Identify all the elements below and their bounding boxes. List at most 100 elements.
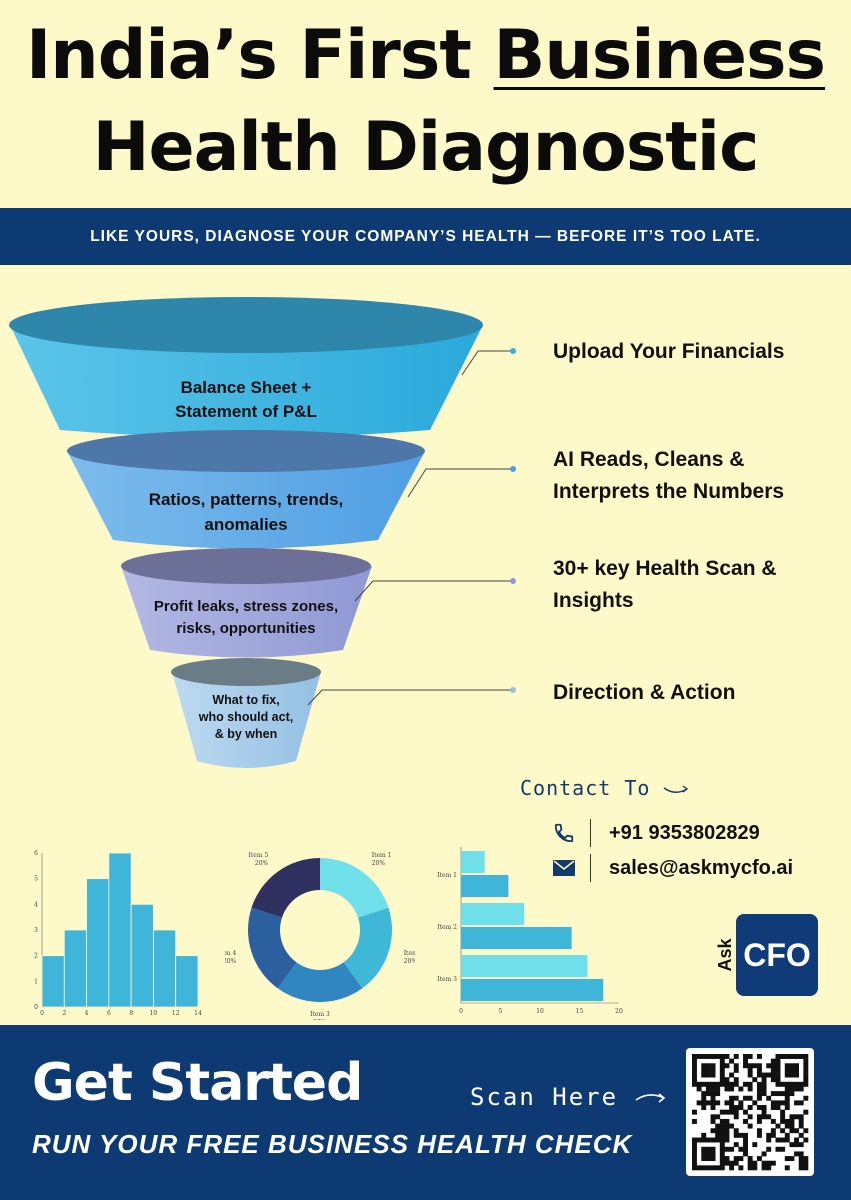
qr-module: [794, 1081, 800, 1087]
qr-module: [696, 1100, 702, 1106]
qr-module: [752, 1063, 758, 1069]
funnel-label-2-line2: anomalies: [204, 515, 288, 534]
qr-module: [733, 1054, 739, 1059]
donut-chart: Item 120%Item 220%Item 320%Item 420%Item…: [225, 852, 415, 1020]
page-title: India’s First Business Health Diagnostic: [0, 10, 851, 194]
qr-module: [798, 1156, 804, 1162]
qr-module: [770, 1058, 776, 1064]
title-prefix: India’s First: [25, 16, 494, 95]
qr-module: [719, 1063, 725, 1069]
step-2-line1: AI Reads, Cleans &: [553, 448, 745, 471]
connector-2: [407, 468, 512, 498]
step-3-line2: Insights: [553, 589, 634, 612]
funnel-level-1-top: [9, 297, 483, 353]
qr-module: [710, 1137, 716, 1143]
connector-1: [461, 350, 512, 376]
connector-4-dot: [510, 687, 516, 693]
x-tick-label: 14: [194, 1010, 202, 1017]
qr-module: [738, 1146, 744, 1152]
qr-module: [743, 1081, 748, 1087]
qr-module: [775, 1054, 781, 1059]
connector-3: [354, 580, 512, 602]
qr-code[interactable]: [686, 1048, 814, 1176]
qr-module: [724, 1086, 730, 1092]
qr-module: [761, 1086, 767, 1092]
qr-module: [710, 1114, 716, 1120]
x-tick-label: 5: [499, 1008, 503, 1015]
y-tick-label: 2: [34, 953, 38, 960]
qr-module: [761, 1151, 767, 1157]
qr-module: [784, 1054, 790, 1059]
qr-module: [756, 1118, 762, 1124]
funnel-graphic: [9, 297, 516, 768]
x-tick-label: 6: [107, 1010, 111, 1017]
slice-category-label: Item 3: [310, 1011, 330, 1018]
qr-module: [752, 1077, 758, 1083]
qr-module: [756, 1105, 762, 1110]
histogram-bar: [86, 878, 110, 1008]
qr-module: [784, 1123, 790, 1129]
qr-module: [752, 1165, 758, 1171]
qr-module: [719, 1132, 725, 1138]
funnel-label-4-line2: who should act,: [198, 710, 294, 724]
contact-email-row[interactable]: sales@askmycfo.ai: [552, 854, 793, 882]
qr-module: [794, 1114, 800, 1120]
step-4: Direction & Action: [553, 677, 735, 709]
horizontal-bar: [461, 903, 525, 925]
qr-module: [733, 1132, 739, 1138]
qr-module: [803, 1160, 809, 1166]
qr-module: [803, 1063, 809, 1069]
qr-module: [692, 1151, 697, 1157]
qr-module: [770, 1100, 776, 1106]
qr-module: [743, 1063, 748, 1069]
funnel-label-3-line2: risks, opportunities: [176, 620, 316, 637]
qr-module: [775, 1067, 781, 1073]
qr-module: [770, 1067, 776, 1073]
step-2-line2: Interprets the Numbers: [553, 480, 785, 503]
contact-phone-row[interactable]: +91 9353802829: [552, 819, 760, 847]
qr-module: [780, 1054, 786, 1059]
phone-number[interactable]: +91 9353802829: [609, 821, 760, 844]
qr-module: [784, 1132, 790, 1138]
histogram-bar: [41, 955, 65, 1008]
x-tick-label: 10: [150, 1010, 158, 1017]
qr-module: [724, 1146, 730, 1152]
funnel-label-2-line1: Ratios, patterns, trends,: [148, 490, 344, 509]
qr-module: [701, 1072, 707, 1078]
qr-module: [715, 1165, 721, 1171]
qr-module: [794, 1067, 800, 1073]
qr-module: [705, 1072, 711, 1078]
qr-module: [784, 1063, 790, 1069]
qr-module: [733, 1081, 739, 1087]
contact-title: Contact To: [520, 776, 689, 800]
qr-module: [733, 1067, 739, 1073]
horizontal-bar: [461, 955, 588, 977]
qr-module: [710, 1151, 716, 1157]
email-address[interactable]: sales@askmycfo.ai: [609, 856, 794, 879]
qr-module: [719, 1165, 725, 1171]
connector-3-dot: [510, 578, 516, 584]
qr-module: [692, 1067, 697, 1073]
qr-module: [710, 1067, 716, 1073]
qr-code-pattern: [692, 1054, 809, 1171]
y-tick-label: 4: [34, 901, 38, 908]
qr-module: [766, 1095, 772, 1101]
horizontal-bar: [461, 851, 485, 873]
qr-module: [794, 1072, 800, 1078]
connector-1-dot: [510, 348, 516, 354]
qr-module: [719, 1142, 725, 1148]
qr-module: [738, 1132, 744, 1138]
qr-module: [775, 1081, 781, 1087]
qr-module: [766, 1137, 772, 1143]
qr-module: [798, 1142, 804, 1148]
qr-module: [743, 1132, 748, 1138]
qr-module: [710, 1091, 716, 1097]
x-tick-label: 20: [615, 1008, 623, 1015]
logo-cfo-text: CFO: [743, 936, 811, 973]
funnel-label-1-line2: Statement of P&L: [175, 402, 317, 421]
qr-module: [766, 1114, 772, 1120]
x-tick-label: 15: [576, 1008, 584, 1015]
qr-module: [775, 1091, 781, 1097]
qr-module: [733, 1142, 739, 1148]
step-3: 30+ key Health Scan & Insights: [553, 553, 777, 617]
